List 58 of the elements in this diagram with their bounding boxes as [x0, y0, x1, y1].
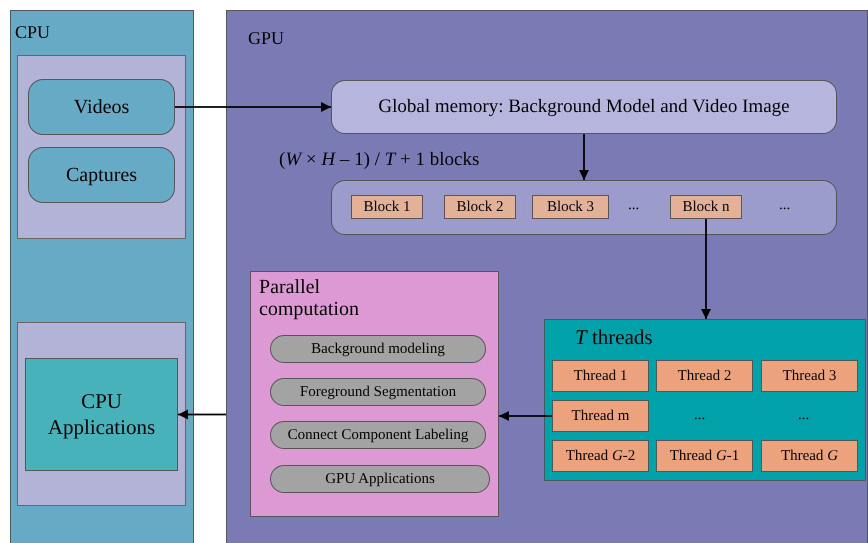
task-pill — [270, 378, 486, 406]
block-box — [351, 195, 423, 219]
heading: (W × H – 1) / T + 1 blocks — [279, 150, 480, 171]
heading: Parallel computation — [259, 276, 360, 320]
task-pill — [270, 421, 486, 449]
task-pill — [270, 465, 490, 493]
thread-box — [552, 400, 649, 432]
label: Connect Component Labeling — [286, 426, 470, 444]
ellipsis: ... — [779, 197, 790, 214]
heading: GPU — [248, 29, 284, 49]
thread-container — [544, 319, 866, 481]
arrow — [175, 102, 331, 112]
memory-box — [331, 80, 837, 134]
cpu-panel — [10, 10, 194, 543]
source-box — [28, 147, 175, 203]
arrow — [178, 410, 226, 420]
group-box — [17, 55, 186, 239]
label: Block 3 — [546, 198, 596, 216]
task-pill — [270, 335, 486, 363]
thread-box — [552, 360, 649, 392]
ellipsis: ... — [694, 407, 706, 424]
label: Thread 2 — [676, 368, 732, 384]
block-box — [532, 195, 609, 219]
label: Foreground Segmentation — [298, 384, 458, 400]
arrow — [701, 219, 711, 319]
thread-box — [761, 360, 858, 392]
label: Thread G-1 — [668, 448, 740, 464]
ellipsis: ... — [628, 197, 640, 214]
heading: CPU — [15, 23, 50, 43]
label: GPU Applications — [324, 470, 436, 488]
heading: T threads — [575, 326, 653, 350]
label: Thread G — [780, 448, 840, 464]
thread-box — [656, 440, 753, 472]
source-box — [28, 79, 175, 135]
label: Thread m — [570, 408, 630, 424]
label: Global memory: Background Model and Video Image — [377, 96, 791, 118]
label: Videos — [72, 96, 130, 118]
computation-panel — [250, 271, 499, 517]
label: Thread 1 — [572, 368, 628, 384]
label: Thread 3 — [782, 368, 838, 384]
thread-box — [761, 440, 858, 472]
thread-box — [656, 360, 753, 392]
label: Thread G-2 — [564, 448, 636, 464]
block-box — [670, 195, 742, 219]
label: CPU Applications — [46, 389, 156, 440]
group-box — [17, 322, 186, 506]
application-box — [25, 358, 178, 471]
arrow — [579, 134, 589, 180]
gpu-panel — [226, 10, 868, 543]
label: Background modeling — [310, 340, 446, 358]
label: Block n — [681, 198, 731, 216]
block-box — [444, 195, 516, 219]
arrow — [499, 411, 552, 421]
label: Block 1 — [362, 198, 412, 216]
label: Captures — [64, 164, 138, 186]
thread-box — [552, 440, 649, 472]
label: Block 2 — [455, 198, 505, 216]
ellipsis: ... — [798, 407, 810, 424]
